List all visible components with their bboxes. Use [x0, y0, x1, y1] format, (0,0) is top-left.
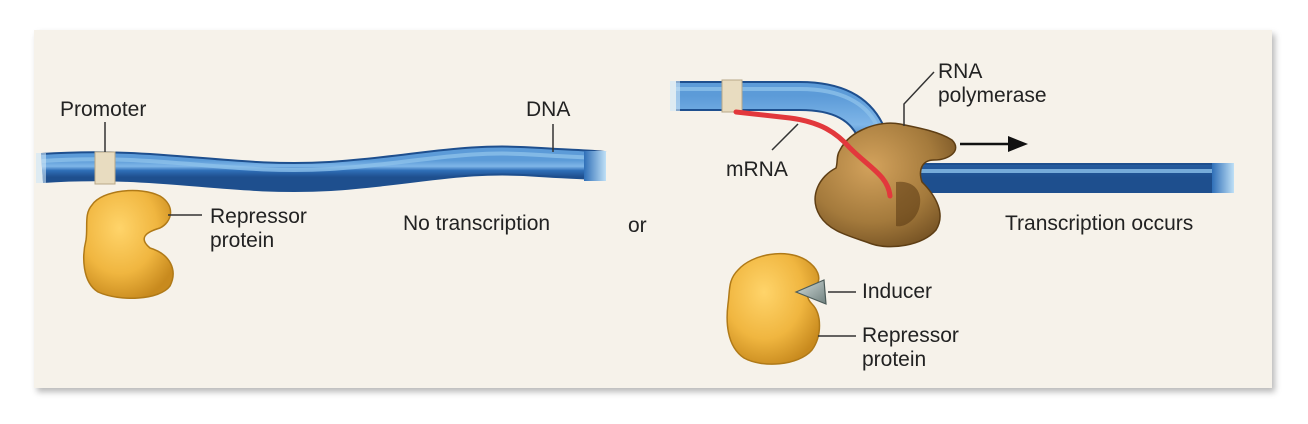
right-repressor-protein	[726, 252, 821, 365]
transcription-occurs-label: Transcription occurs	[1005, 212, 1194, 235]
rna-polymerase-label: RNA polymerase	[938, 60, 1047, 107]
mrna-label: mRNA	[726, 158, 788, 181]
dna-label: DNA	[526, 98, 571, 121]
no-transcription-label: No transcription	[403, 212, 551, 235]
right-repressor-label: Repressor protein	[862, 324, 959, 371]
left-repressor-protein	[83, 189, 174, 299]
mrna-leader	[771, 123, 799, 151]
left-dna-strand	[36, 145, 607, 193]
right-promoter-band	[721, 79, 743, 113]
diagram-panel	[34, 30, 1272, 388]
polymerase-leader	[903, 71, 935, 126]
or-label: or	[628, 214, 647, 237]
inducer-label: Inducer	[862, 280, 933, 303]
left-promoter-band	[94, 151, 116, 185]
left-repressor-label: Repressor protein	[210, 205, 307, 252]
inducer-icon	[794, 279, 827, 305]
promoter-label: Promoter	[60, 98, 147, 121]
transcription-arrow-icon	[960, 136, 1028, 152]
mrna-strand	[733, 109, 893, 199]
